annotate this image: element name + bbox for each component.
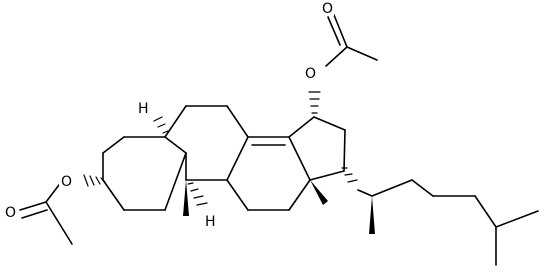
acetoxy-top [308, 14, 378, 114]
hashed-bond-top-oxygen [308, 91, 321, 114]
hydrogen-label-lower: H [205, 214, 216, 230]
atom-labels: O O O O H H [3, 0, 334, 230]
ring-d [288, 116, 346, 181]
side-chain [357, 179, 539, 266]
oxygen-label-left-carbonyl: O [5, 205, 16, 221]
hashed-bond-lower-hydrogen [187, 182, 208, 206]
ring-b [164, 105, 249, 181]
hashed-bond-c17-side-chain [341, 167, 358, 183]
oxygen-label-top-carbonyl: O [322, 1, 333, 17]
hydrogen-label-upper: H [138, 101, 149, 117]
hashed-bond-left-oxygen [83, 174, 106, 187]
wedge-bond-c13-methyl [310, 180, 328, 205]
wedge-bond-c10-methyl [183, 180, 189, 216]
oxygen-label-top: O [305, 66, 316, 82]
ring-c [226, 136, 311, 211]
hashed-bond-upper-hydrogen [153, 116, 169, 134]
oxygen-label-left: O [61, 174, 72, 190]
ring-a [102, 136, 187, 211]
wedge-bond-c20-methyl [369, 196, 375, 234]
